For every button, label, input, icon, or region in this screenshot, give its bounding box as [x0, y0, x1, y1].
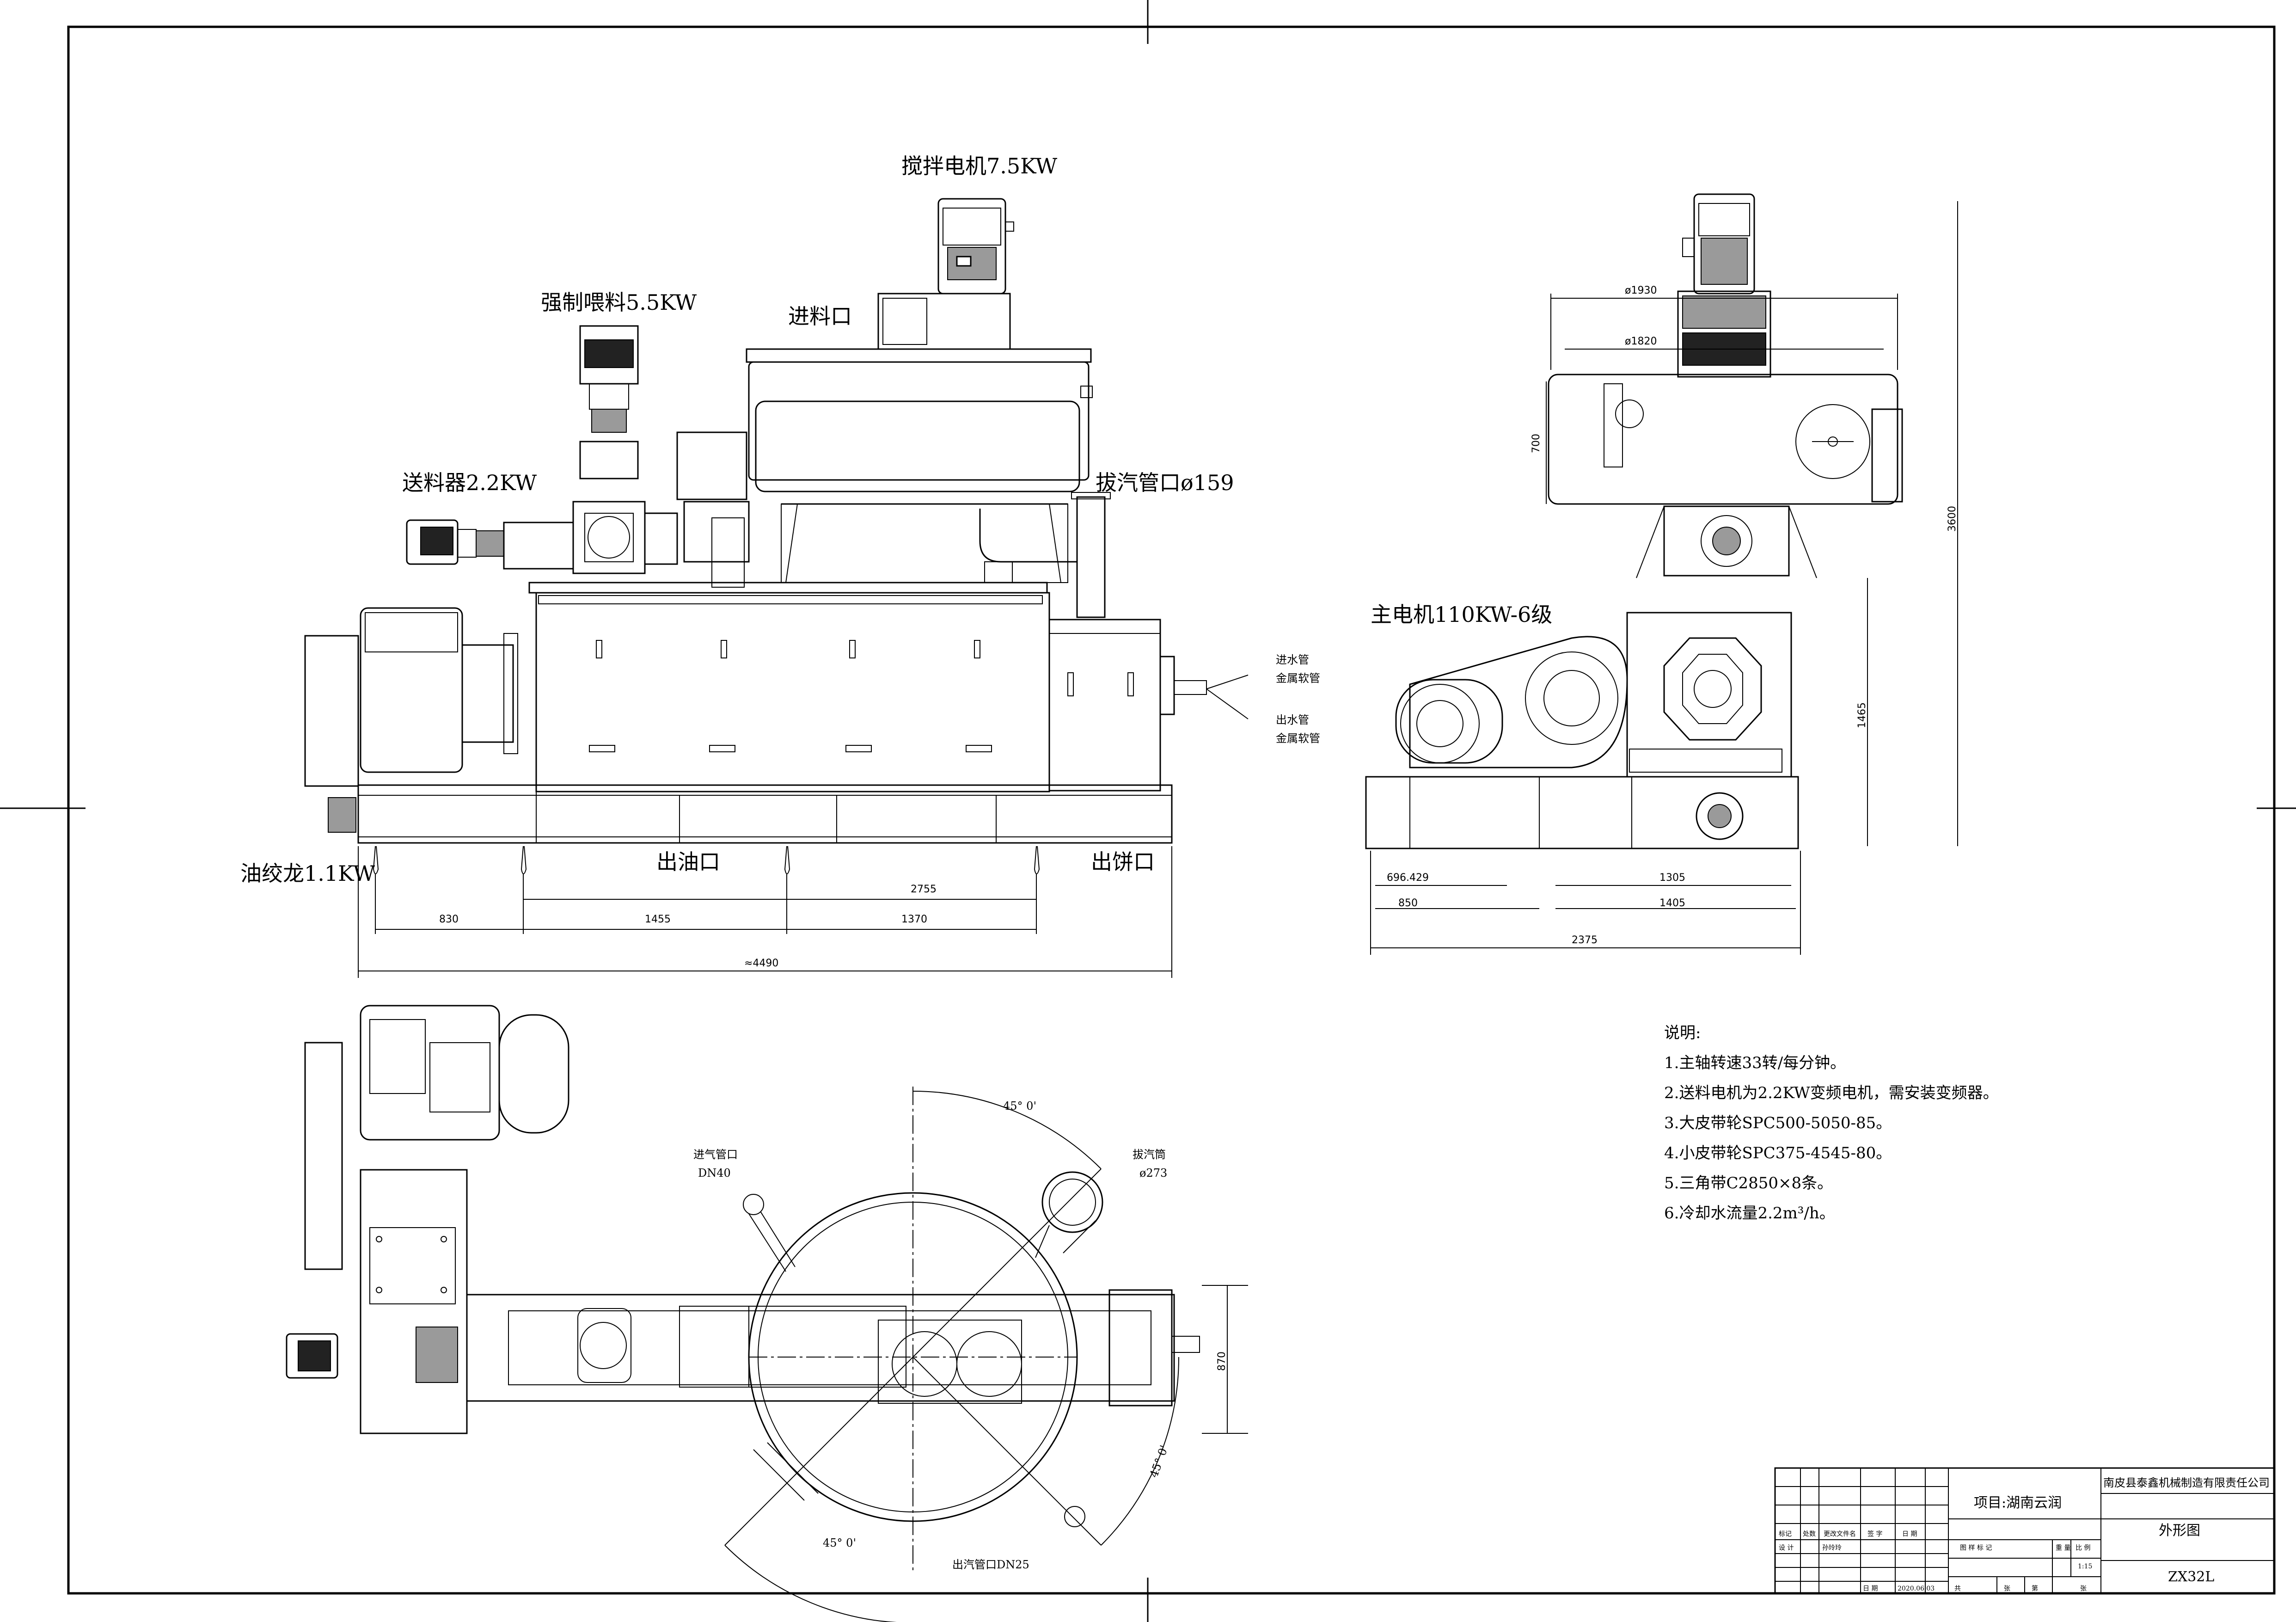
tb-header-date: 日 期 [1902, 1530, 1917, 1538]
front-dimensions: 830 1455 1370 2755 ≈4490 [358, 846, 1172, 978]
notes-title: 说明: [1664, 1024, 1701, 1042]
tb-date-label: 日 期 [1863, 1585, 1878, 1592]
dim-830: 830 [439, 914, 459, 925]
dim-1455: 1455 [645, 914, 671, 925]
note-item: 2.送料电机为2.2KW变频电机，需安装变频器。 [1664, 1084, 1999, 1102]
tb-header-mark: 标记 [1779, 1530, 1792, 1538]
title-block: 标记 处数 更改文件名 签 字 日 期 设 计 孙玲玲 日 期 2020.06.… [1774, 1467, 2275, 1594]
label-angle-bottom: 45° 0' [823, 1536, 856, 1549]
dim-700: 700 [1531, 434, 1542, 453]
tb-weight-label: 重 量 [2056, 1544, 2070, 1552]
label-feeder: 送料器2.2KW [402, 470, 537, 495]
note-item: 1.主轴转速33转/每分钟。 [1664, 1054, 1846, 1072]
dim-850: 850 [1398, 897, 1418, 909]
label-oil-outlet: 出油口 [656, 849, 720, 874]
label-main-motor: 主电机110KW-6级 [1371, 602, 1552, 627]
dim-1465: 1465 [1856, 702, 1868, 728]
dim-1305: 1305 [1659, 872, 1685, 884]
label-oil-screw: 油绞龙1.1KW [240, 861, 375, 886]
dim-1405: 1405 [1659, 897, 1685, 909]
dim-3600: 3600 [1947, 506, 1958, 532]
tb-total-label: 共 [1954, 1585, 1961, 1592]
label-water-out: 出水管 [1276, 713, 1309, 726]
label-feed-inlet: 进料口 [788, 304, 852, 329]
dim-1820: ø1820 [1625, 336, 1657, 347]
tb-header-sign: 签 字 [1867, 1530, 1882, 1538]
tb-header-file: 更改文件名 [1824, 1530, 1856, 1538]
note-item: 5.三角带C2850×8条。 [1664, 1174, 1833, 1192]
dim-1930: ø1930 [1625, 285, 1657, 296]
label-steam-inlet-size: DN40 [698, 1167, 731, 1180]
tb-designer: 孙玲玲 [1822, 1544, 1842, 1552]
dim-696: 696.429 [1387, 872, 1429, 884]
tb-drawing-no: ZX32L [2168, 1569, 2214, 1585]
barrel-slots [589, 640, 992, 752]
tb-page-label: 第 [2032, 1585, 2038, 1592]
label-cake-outlet: 出饼口 [1091, 849, 1155, 874]
note-item: 4.小皮带轮SPC375-4545-80。 [1664, 1144, 1892, 1162]
label-exhaust-pipe: 拔汽筒 [1133, 1148, 1166, 1161]
label-water-in-sub: 金属软管 [1276, 672, 1320, 685]
tb-design-label: 设 计 [1779, 1544, 1794, 1552]
label-angle-top: 45° 0' [1003, 1100, 1036, 1112]
dim-1370: 1370 [901, 914, 927, 925]
side-view: ø1930 ø1820 700 3600 1465 696.429 850 13… [1365, 193, 1958, 955]
label-steam-out-pipe: 出汽管口DN25 [952, 1558, 1029, 1571]
dim-2755: 2755 [911, 884, 937, 895]
tb-stage-label: 图 样 标 记 [1960, 1544, 1992, 1552]
tb-company: 南皮县泰鑫机械制造有限责任公司 [2103, 1476, 2270, 1489]
tb-sheet-label: 张 [2004, 1585, 2010, 1592]
tb-scale-label: 比 例 [2076, 1544, 2090, 1552]
dim-870: 870 [1216, 1352, 1228, 1371]
label-steam-inlet: 进气管口 [693, 1148, 738, 1161]
tb-drawing-name: 外形图 [2159, 1523, 2200, 1539]
label-exhaust-size: ø273 [1139, 1167, 1167, 1180]
tb-page-sheet-label: 张 [2080, 1585, 2087, 1592]
side-dimensions: ø1930 ø1820 700 3600 1465 696.429 850 13… [1370, 201, 1958, 955]
label-force-feed: 强制喂料5.5KW [541, 290, 697, 315]
note-item: 3.大皮带轮SPC500-5050-85。 [1664, 1114, 1892, 1132]
dim-4490: ≈4490 [744, 958, 778, 969]
tb-header-count: 处数 [1803, 1530, 1816, 1538]
tb-project: 项目:湖南云润 [1974, 1495, 2062, 1511]
tb-date: 2020.06.03 [1898, 1585, 1935, 1592]
label-stirring-motor: 搅拌电机7.5KW [901, 154, 1058, 178]
top-view: 870 进气管口 DN40 拔汽筒 ø273 出汽管口DN25 45° 0' 4… [286, 1005, 1248, 1622]
label-water-in: 进水管 [1276, 653, 1309, 666]
dim-2375: 2375 [1572, 934, 1598, 946]
front-view: 830 1455 1370 2755 ≈4490 搅拌电机7.5KW 进料口 强… [240, 154, 1320, 978]
label-angle-right: 45° 0' [1147, 1444, 1171, 1479]
tb-scale: 1:15 [2078, 1563, 2092, 1570]
label-steam-outlet: 拔汽管口ø159 [1096, 470, 1234, 495]
label-water-out-sub: 金属软管 [1276, 732, 1320, 745]
notes-block: 说明: 1.主轴转速33转/每分钟。 2.送料电机为2.2KW变频电机，需安装变… [1664, 1024, 1999, 1223]
note-item: 6.冷却水流量2.2m³/h。 [1664, 1204, 1835, 1223]
